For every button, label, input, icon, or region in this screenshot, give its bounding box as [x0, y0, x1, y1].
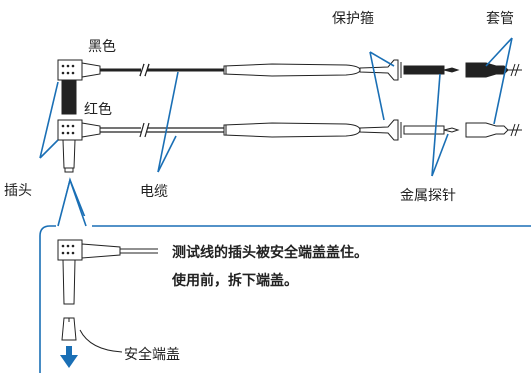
- red-plug-body: [62, 139, 76, 169]
- label-black: 黑色: [88, 39, 116, 55]
- label-probe: 金属探针: [400, 188, 456, 204]
- note-line-2: 使用前，拆下端盖。: [172, 273, 298, 289]
- label-cable: 电缆: [140, 184, 168, 200]
- label-sleeve: 套管: [486, 11, 514, 27]
- red-sleeve: [465, 122, 509, 138]
- red-plug-head: [57, 119, 83, 141]
- black-sleeve: [465, 62, 509, 78]
- black-plug-body: [61, 79, 77, 115]
- label-guard: 保护箍: [332, 11, 374, 27]
- capped-plug: [57, 239, 158, 341]
- down-arrow-icon: [60, 346, 78, 368]
- label-safety-cap: 安全端盖: [124, 347, 180, 363]
- black-finger-guard: [359, 59, 399, 81]
- black-plug-head: [57, 59, 83, 81]
- red-probe-shaft: [403, 125, 445, 135]
- red-test-lead: [57, 119, 522, 173]
- label-red: 红色: [84, 102, 112, 118]
- label-plug: 插头: [4, 183, 32, 199]
- red-finger-guard: [359, 119, 399, 141]
- safety-cap-shape: [61, 317, 77, 341]
- note-box: [39, 177, 531, 373]
- black-probe-shaft: [403, 65, 445, 75]
- note-line-1: 测试线的插头被安全端盖盖住。: [172, 245, 368, 261]
- black-test-lead: [57, 59, 522, 115]
